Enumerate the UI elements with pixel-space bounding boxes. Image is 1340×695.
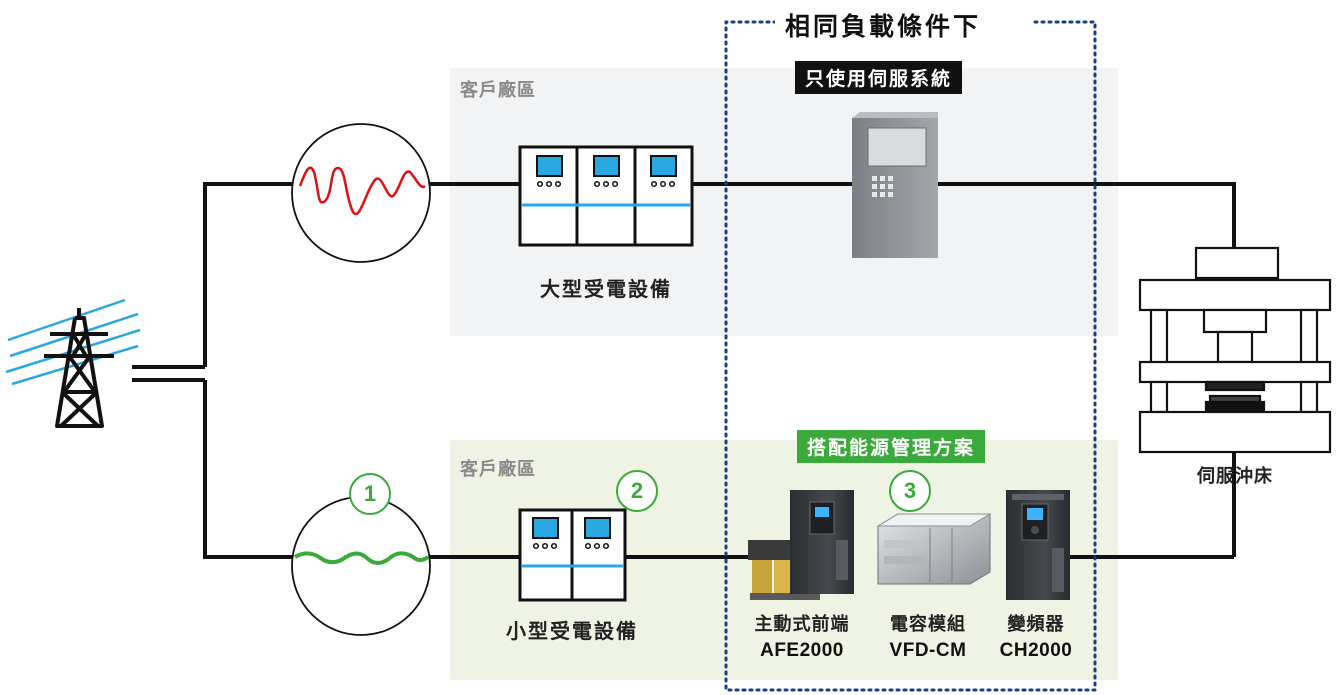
small-power-equipment-label: 小型受電設備 — [506, 619, 638, 643]
small-power-equipment-icon — [518, 508, 627, 602]
servo-system-cabinet-icon — [852, 112, 938, 258]
bottom-zone-label: 客戶廠區 — [460, 459, 536, 480]
afe2000-product-image — [748, 490, 854, 600]
afe2000-name-label: 主動式前端 — [754, 614, 850, 635]
vfd-cm-name-label: 電容模組 — [890, 614, 966, 635]
vfd-cm-product-image — [876, 513, 992, 585]
ch2000-model-label: CH2000 — [999, 640, 1073, 661]
ch2000-product-image — [1006, 490, 1070, 600]
servo-press-label: 伺服沖床 — [1197, 466, 1273, 487]
distorted-waveform-line — [298, 166, 426, 216]
marker-2: 2 — [616, 470, 658, 512]
header-title: 相同負載條件下 — [775, 7, 992, 43]
distorted-waveform-circle — [291, 123, 431, 263]
energy-management-banner: 搭配能源管理方案 — [797, 430, 986, 463]
clean-waveform-line — [293, 551, 430, 565]
same-load-condition-frame — [724, 20, 1097, 692]
power-wiring — [132, 182, 1236, 559]
top-zone-label: 客戶廠區 — [460, 80, 536, 101]
marker-1: 1 — [349, 473, 391, 515]
power-tower-icon — [5, 298, 141, 428]
vfd-cm-model-label: VFD-CM — [889, 640, 967, 661]
ch2000-name-label: 變頻器 — [1007, 614, 1065, 635]
servo-press-icon — [1138, 246, 1332, 454]
clean-waveform-circle — [291, 496, 431, 636]
servo-only-banner: 只使用伺服系統 — [795, 61, 963, 94]
large-power-equipment-icon — [518, 145, 694, 247]
afe2000-model-label: AFE2000 — [760, 640, 844, 661]
marker-3: 3 — [889, 470, 931, 512]
large-power-equipment-label: 大型受電設備 — [540, 277, 672, 301]
